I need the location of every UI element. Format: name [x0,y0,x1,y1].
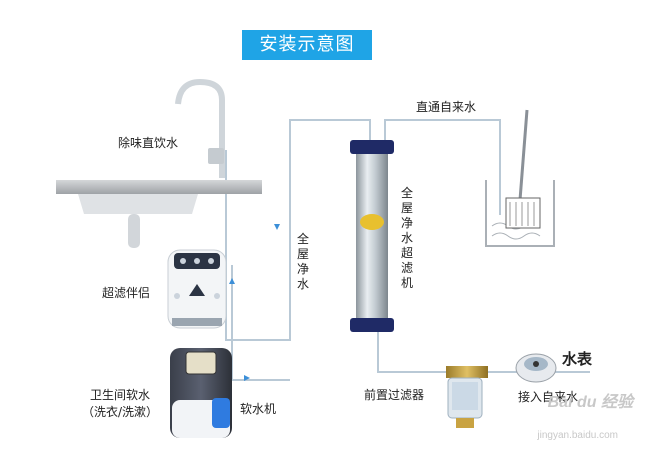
flow-arrows [229,224,280,381]
label-softener: 软水机 [240,402,277,416]
pipe-soft-water [231,265,290,381]
label-water-meter: 水表 [562,350,593,368]
filter-companion-unit [167,249,227,329]
pipe-main-inlet [377,330,590,373]
faucet-valve [208,148,224,164]
label-bathroom-soft-water: 卫生间软水 [90,388,151,402]
pipe-direct-tap [384,119,501,215]
label-tap-in: 接入自来水 [518,390,579,404]
watermark-url: jingyan.baidu.com [537,430,618,441]
label-direct-tap: 直通自来水 [416,100,477,114]
prefilter-unit [446,366,488,428]
label-filter-companion: 超滤伴侣 [102,286,151,300]
water-softener-unit [170,348,232,438]
ultrafilter-unit [350,140,394,332]
label-prefilter: 前置过滤器 [364,388,425,402]
watermark-brand: Bai du 经验 [547,394,633,411]
arrow-left-softener [244,375,250,381]
water-meter-icon [515,353,557,383]
arrow-up-companion [229,278,235,284]
label-bathroom-usage: （洗衣/洗漱） [82,405,159,419]
pipe-whole-house [225,119,371,341]
brand-logo-icon [360,214,384,230]
water-tank [485,109,555,247]
label-ultrafilter: 全屋净水超滤机 [400,186,413,290]
label-whole-house: 全屋净水 [296,232,309,291]
sink [56,180,262,248]
faucet-icon [175,78,225,178]
arrow-down-whole-house [274,224,280,230]
diagram-title: 安装示意图 [242,30,372,60]
label-drinking-water: 除味直饮水 [118,136,179,150]
